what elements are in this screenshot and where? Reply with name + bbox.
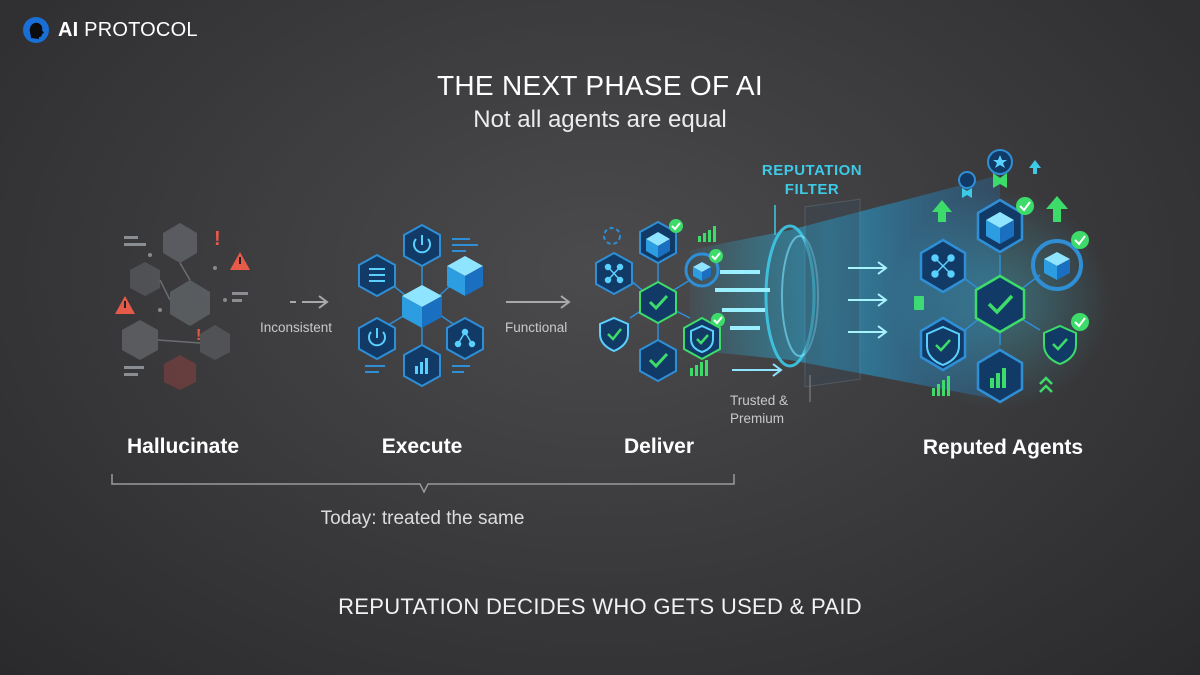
award-badge-icon xyxy=(958,171,976,198)
cube-icon xyxy=(646,232,670,258)
stage-label-hallucinate: Hallucinate xyxy=(126,435,240,458)
head-silhouette-icon xyxy=(23,17,49,43)
check-badge-icon xyxy=(1071,231,1089,249)
check-badge-icon xyxy=(711,313,725,327)
network-icon xyxy=(604,263,624,284)
check-icon xyxy=(987,294,1014,315)
grouping-label: Today: treated the same xyxy=(320,508,525,529)
check-badge-icon xyxy=(669,219,683,233)
reputation-filter-label: REPUTATION FILTER xyxy=(752,161,872,199)
transition-label-functional: Functional xyxy=(505,320,568,335)
cube-icon xyxy=(402,285,442,328)
shield-check-icon xyxy=(599,316,629,353)
trusted-premium-label: Trusted & Premium xyxy=(730,392,788,428)
check-badge-icon xyxy=(1071,313,1089,331)
sliders-icon xyxy=(369,268,385,282)
network-icon xyxy=(454,328,476,348)
filter-label-line1: REPUTATION xyxy=(761,162,863,179)
shield-check-icon xyxy=(690,324,714,354)
hallucinate-cluster: ! ! xyxy=(115,223,250,390)
power-icon xyxy=(368,328,386,347)
svg-text:!: ! xyxy=(196,327,201,344)
up-arrow-icon xyxy=(1029,160,1041,174)
check-icon xyxy=(648,352,669,369)
arrow-functional xyxy=(506,295,571,309)
cube-icon xyxy=(693,262,711,281)
stage-label-execute: Execute xyxy=(381,435,463,458)
shield-check-icon xyxy=(1043,324,1077,366)
svg-text:!: ! xyxy=(214,228,221,250)
shield-check-icon xyxy=(926,325,960,367)
bar-chart-icon xyxy=(932,368,1006,396)
power-icon xyxy=(413,235,431,254)
page-title: THE NEXT PHASE OF AI xyxy=(436,70,763,101)
transition-label-inconsistent: Inconsistent xyxy=(260,320,333,335)
chevrons-up-icon xyxy=(1039,376,1053,393)
arrow-inconsistent xyxy=(290,295,329,309)
stage-label-deliver: Deliver xyxy=(623,435,695,458)
brand-name-rest: PROTOCOL xyxy=(84,18,198,41)
trusted-line1: Trusted & xyxy=(730,393,789,408)
award-badge-icon xyxy=(987,149,1013,188)
warning-icon xyxy=(115,296,135,314)
bar-chart-icon xyxy=(690,226,716,376)
cube-icon xyxy=(986,212,1014,244)
reputed-agents-cluster xyxy=(890,149,1110,410)
up-arrow-icon xyxy=(932,196,1068,222)
cube-icon xyxy=(447,256,483,296)
filter-label-line2: FILTER xyxy=(784,181,840,198)
cube-icon xyxy=(1044,252,1070,280)
check-icon xyxy=(648,294,669,311)
arrow-trusted xyxy=(732,363,783,377)
deliver-cluster xyxy=(595,219,725,383)
check-badge-icon xyxy=(709,249,723,263)
warning-icon xyxy=(230,252,250,270)
grouping-bracket xyxy=(111,474,735,494)
page-subtitle: Not all agents are equal xyxy=(473,106,727,133)
bar-chart-icon xyxy=(415,358,428,374)
footer-tagline: REPUTATION DECIDES WHO GETS USED & PAID xyxy=(338,594,862,619)
trusted-line2: Premium xyxy=(730,411,785,426)
execute-cluster xyxy=(358,223,484,388)
brand-name-bold: AI xyxy=(58,18,79,41)
check-badge-icon xyxy=(1016,197,1034,215)
stage-label-reputed-agents: Reputed Agents xyxy=(922,436,1084,459)
network-icon xyxy=(931,254,955,278)
brand-logo[interactable]: AI PROTOCOL xyxy=(22,16,198,44)
